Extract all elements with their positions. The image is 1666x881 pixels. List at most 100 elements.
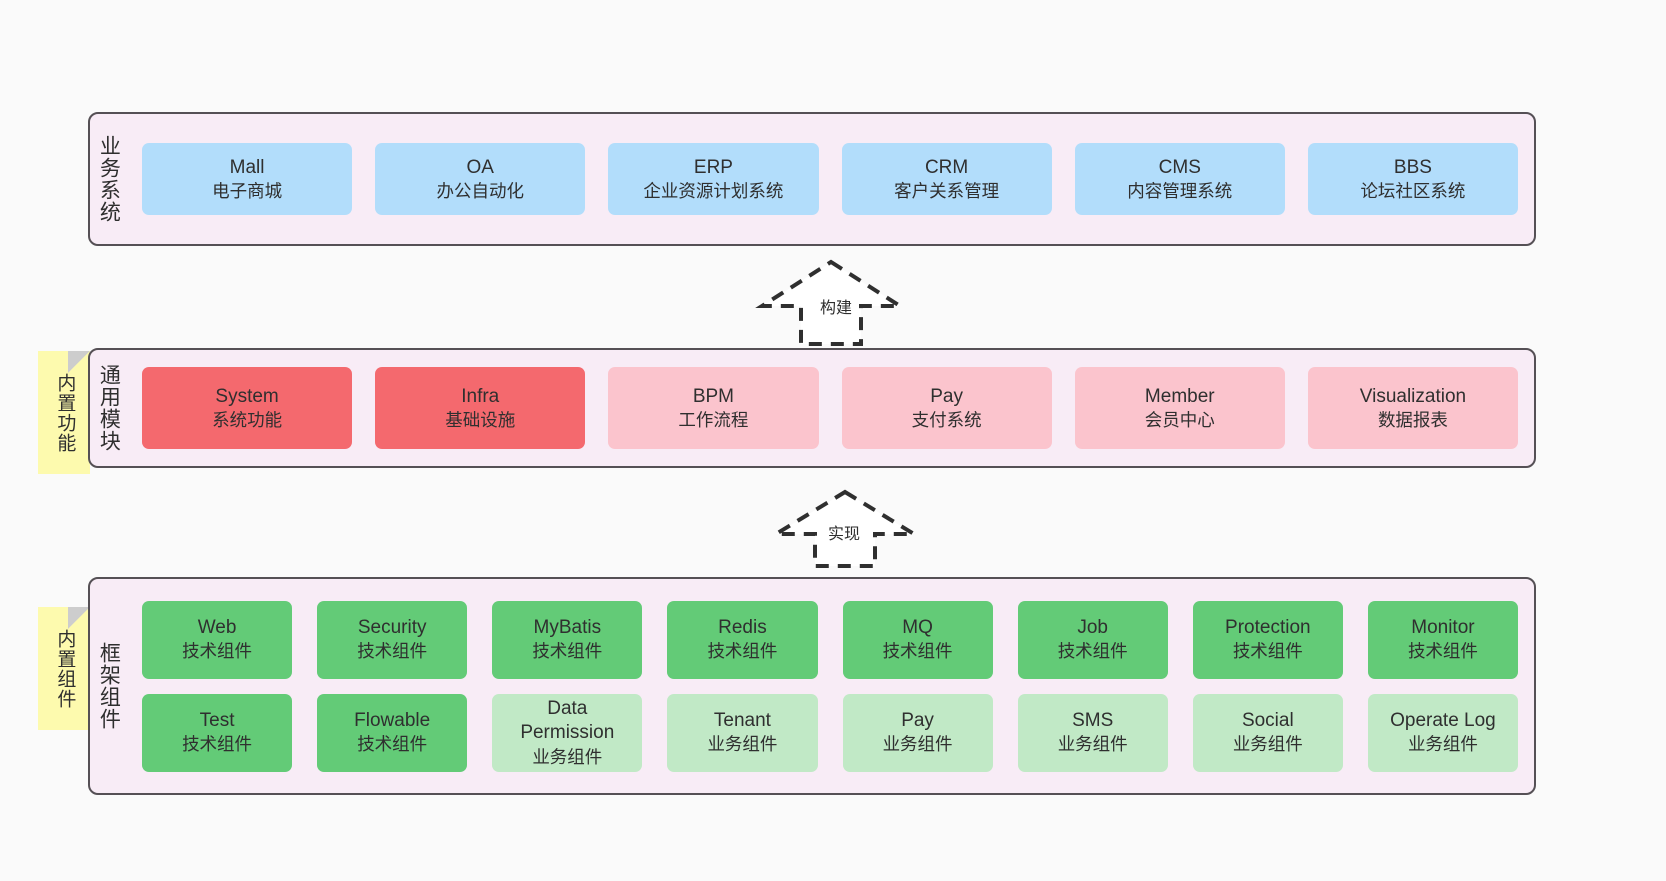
cell-title-cn: 电子商城: [212, 180, 283, 201]
cell-title-cn: 技术组件: [1057, 641, 1128, 662]
cell-title-cn: 技术组件: [357, 734, 428, 755]
cell-title-en: Operate Log: [1390, 710, 1496, 732]
cell-title-en: MyBatis: [533, 617, 602, 639]
cell-title-cn: 系统功能: [212, 409, 283, 430]
cell-title-cn: 技术组件: [707, 641, 778, 662]
cell-title-en: System: [215, 385, 279, 407]
cell-title-en: Social: [1241, 710, 1294, 732]
cell-title-en: Protection: [1225, 617, 1311, 639]
cell-title-cn: 技术组件: [357, 641, 428, 662]
cell-title-cn: 技术组件: [882, 641, 953, 662]
cell-title-cn: 业务组件: [532, 746, 603, 767]
cell-title-en: Test: [199, 710, 235, 732]
cell-title-en: OA: [466, 156, 494, 178]
cell-title-en: CMS: [1158, 156, 1201, 178]
cell-title-cn: 业务组件: [707, 734, 778, 755]
cell-title-en: BBS: [1393, 156, 1432, 178]
note-label-components: 内置组件: [54, 628, 76, 709]
cell-title-en: Pay: [930, 385, 963, 407]
cell-title-cn: 会员中心: [1144, 409, 1215, 430]
cell-title-en: SMS: [1072, 710, 1114, 732]
cell-title-en: Job: [1077, 617, 1108, 639]
cell-title-cn: 技术组件: [1232, 641, 1303, 662]
cell-title-en: Infra: [461, 385, 500, 407]
cell-title-en: BPM: [692, 385, 735, 407]
cell-title-cn: 技术组件: [182, 641, 253, 662]
note-label-features: 内置功能: [54, 372, 76, 453]
arrow-build: 构建: [755, 258, 907, 348]
arrow-build-label: 构建: [820, 300, 853, 317]
layer-label-frame: 框架组件: [97, 642, 121, 730]
cell-title-en: CRM: [924, 156, 969, 178]
cell-title-cn: 业务组件: [1232, 734, 1303, 755]
note-fold-icon: [68, 351, 90, 373]
note-builtin-components: 内置组件: [38, 607, 90, 730]
cell-title-en: Data Permission: [520, 698, 615, 744]
cell-title-cn: 基础设施: [445, 409, 516, 430]
cell-title-en: Pay: [901, 710, 934, 732]
cell-title-en: Security: [357, 617, 427, 639]
cell-title-cn: 客户关系管理: [894, 180, 1000, 201]
cell-title-en: MQ: [902, 617, 933, 639]
cell-title-cn: 数据报表: [1377, 409, 1448, 430]
cell-title-cn: 技术组件: [1407, 641, 1478, 662]
cell-title-cn: 论坛社区系统: [1360, 180, 1466, 201]
arrow-implement: 实现: [768, 488, 922, 568]
note-builtin-features: 内置功能: [38, 351, 90, 474]
cell-title-en: Visualization: [1359, 385, 1467, 407]
cell-title-en: Mall: [229, 156, 265, 178]
cell-title-en: Redis: [718, 617, 767, 639]
layer-label-modules: 通用模块: [97, 364, 121, 452]
cell-title-en: Flowable: [354, 710, 431, 732]
cell-title-cn: 内容管理系统: [1127, 180, 1233, 201]
cell-title-cn: 企业资源计划系统: [643, 180, 784, 201]
cell-title-cn: 技术组件: [182, 734, 253, 755]
cell-title-en: Tenant: [713, 710, 771, 732]
cell-title-cn: 技术组件: [532, 641, 603, 662]
cell-title-en: Monitor: [1411, 617, 1475, 639]
cell-title-cn: 业务组件: [882, 734, 953, 755]
cell-title-cn: 工作流程: [678, 409, 749, 430]
cell-title-cn: 业务组件: [1057, 734, 1128, 755]
cell-title-cn: 办公自动化: [436, 180, 525, 201]
cell-title-cn: 支付系统: [911, 409, 982, 430]
